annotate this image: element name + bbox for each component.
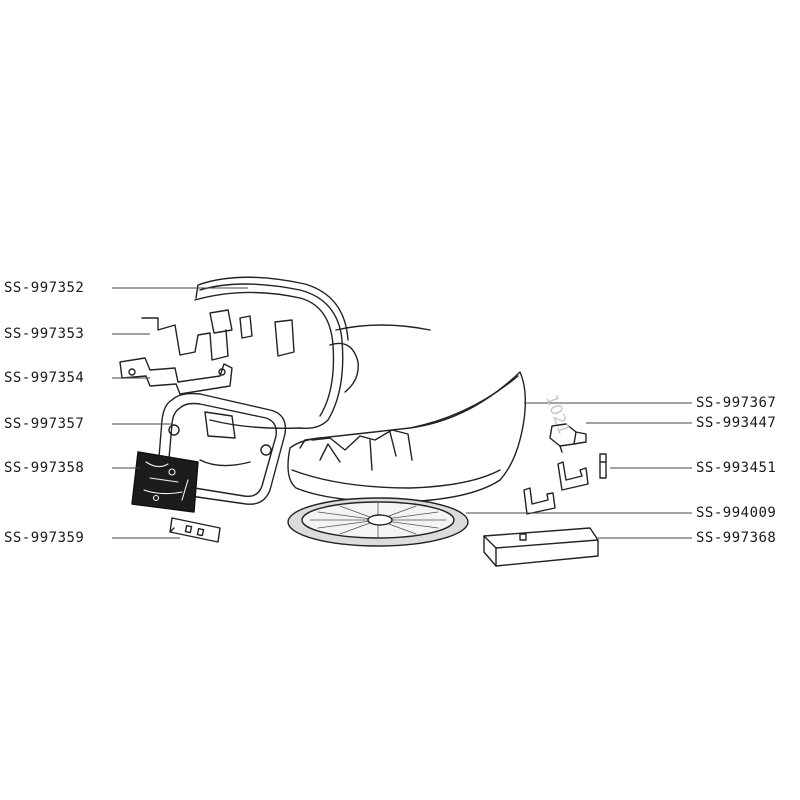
power-module-part bbox=[483, 527, 599, 567]
part-label-ss-997368: SS-997368 bbox=[696, 530, 777, 546]
part-label-ss-997353: SS-997353 bbox=[4, 326, 85, 342]
connector-part bbox=[549, 423, 587, 453]
part-label-ss-993447: SS-993447 bbox=[696, 415, 777, 431]
front-panel-frame-part bbox=[157, 392, 287, 505]
part-label-ss-997357: SS-997357 bbox=[4, 416, 85, 432]
part-label-ss-997354: SS-997354 bbox=[4, 370, 85, 386]
part-label-ss-994009: SS-994009 bbox=[696, 505, 777, 521]
lower-bracket-part bbox=[119, 357, 233, 395]
main-body-part bbox=[287, 371, 527, 503]
leader-lines bbox=[112, 287, 692, 539]
upper-bracket-part bbox=[141, 309, 295, 361]
part-label-ss-997352: SS-997352 bbox=[4, 280, 85, 296]
clip-parts bbox=[523, 453, 607, 515]
part-label-ss-997359: SS-997359 bbox=[4, 530, 85, 546]
part-label-ss-993451: SS-993451 bbox=[696, 460, 777, 476]
part-label-ss-997367: SS-997367 bbox=[696, 395, 777, 411]
pcb-board-part bbox=[131, 451, 199, 513]
button-bracket-part bbox=[169, 517, 221, 543]
part-label-ss-997358: SS-997358 bbox=[4, 460, 85, 476]
fan-grille-part bbox=[287, 497, 469, 547]
rear-housing-part bbox=[194, 276, 431, 430]
